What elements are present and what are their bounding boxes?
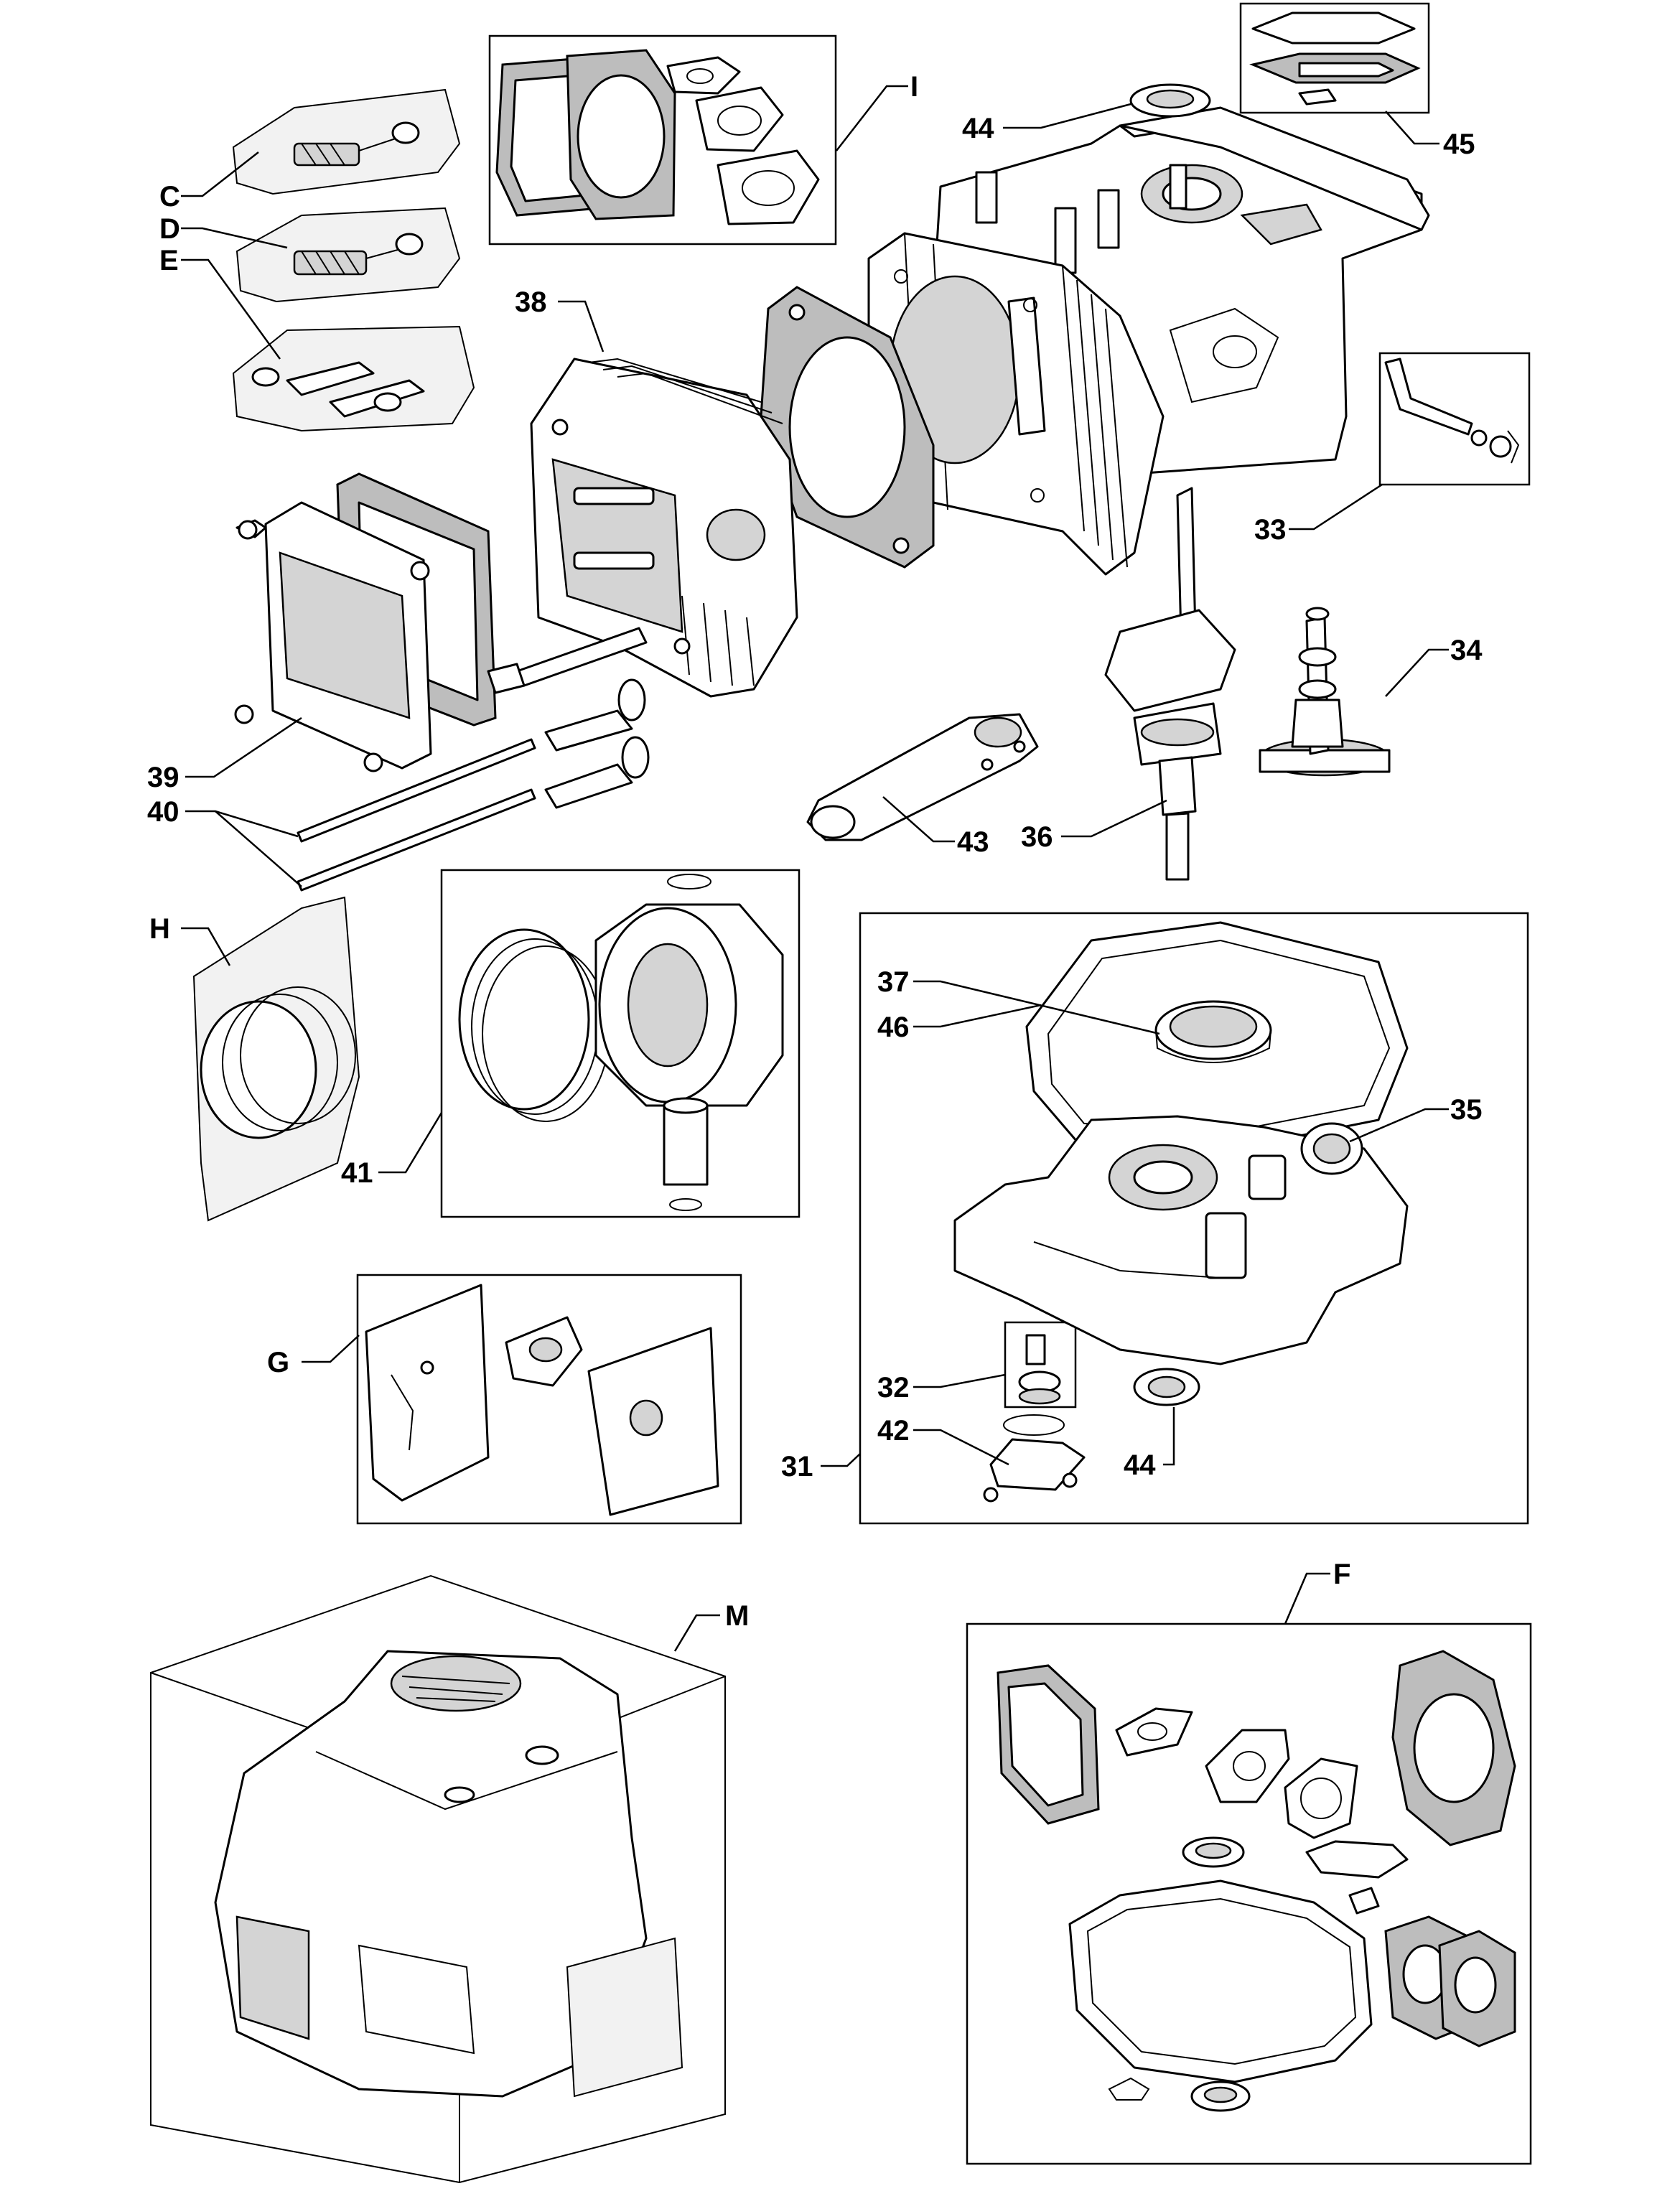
callout-m: M bbox=[725, 1600, 749, 1632]
bearing-37 bbox=[1154, 1000, 1272, 1063]
governor-gear-box-32 bbox=[1004, 1321, 1077, 1409]
callout-31: 31 bbox=[781, 1451, 813, 1482]
cylinder-barrel bbox=[867, 232, 1165, 576]
intake-spacer bbox=[505, 1316, 583, 1387]
governor-gear-35 bbox=[1300, 1122, 1363, 1175]
callout-35: 35 bbox=[1450, 1094, 1483, 1126]
tappets bbox=[544, 678, 650, 809]
crankshaft-36 bbox=[1104, 487, 1236, 881]
gasket-kit-box-f bbox=[966, 1622, 1532, 2165]
callout-44a: 44 bbox=[962, 113, 994, 144]
cover-plate-42 bbox=[983, 1414, 1086, 1503]
gasket-set-45 bbox=[1249, 11, 1421, 106]
governor-lever-box-33 bbox=[1378, 352, 1531, 486]
callout-32: 32 bbox=[877, 1372, 910, 1403]
camshaft-34 bbox=[1259, 607, 1391, 777]
callout-44b: 44 bbox=[1124, 1449, 1156, 1481]
callout-f: F bbox=[1333, 1559, 1350, 1590]
piston-rings bbox=[458, 928, 610, 1122]
callout-g: G bbox=[267, 1347, 289, 1378]
valve-cover-39 bbox=[234, 501, 432, 772]
shield-kit-box-g bbox=[356, 1274, 742, 1525]
oil-seal-44b bbox=[1133, 1368, 1200, 1406]
callout-d: D bbox=[159, 213, 180, 245]
crankcase-cover-31 bbox=[953, 1115, 1409, 1365]
cylinder-head-38 bbox=[530, 358, 798, 698]
kit-box-45 bbox=[1239, 2, 1430, 114]
complete-engine-m bbox=[150, 1574, 726, 2184]
callout-41: 41 bbox=[341, 1157, 373, 1189]
piston-kit-box-41 bbox=[440, 869, 801, 1218]
head-gasket bbox=[760, 286, 935, 569]
callout-38: 38 bbox=[515, 286, 547, 318]
callout-43: 43 bbox=[957, 826, 989, 858]
callout-33: 33 bbox=[1254, 514, 1287, 546]
piston-pin bbox=[663, 1097, 709, 1211]
callout-h: H bbox=[149, 913, 170, 945]
ring-set-h bbox=[192, 896, 360, 1222]
head-bolt bbox=[487, 627, 648, 694]
callout-37: 37 bbox=[877, 966, 910, 998]
callout-45: 45 bbox=[1443, 129, 1475, 160]
shield-left bbox=[365, 1284, 490, 1502]
callout-46: 46 bbox=[877, 1012, 910, 1043]
gasket-set-f bbox=[997, 1650, 1516, 2112]
valve-spring-kit-d bbox=[235, 207, 461, 303]
callout-40: 40 bbox=[147, 796, 179, 828]
rocker-arm-kit-e bbox=[232, 325, 475, 432]
push-rods-40 bbox=[297, 738, 536, 892]
oil-seal-44a bbox=[1129, 83, 1211, 118]
shield-right bbox=[587, 1327, 719, 1516]
piston bbox=[594, 874, 784, 1107]
gasket-set-i bbox=[495, 49, 820, 225]
callout-34: 34 bbox=[1450, 635, 1483, 666]
governor-lever-33 bbox=[1384, 358, 1520, 464]
callout-39: 39 bbox=[147, 762, 179, 793]
connecting-rod-43 bbox=[806, 713, 1039, 841]
callout-c: C bbox=[159, 181, 180, 212]
gasket-kit-box-i bbox=[488, 34, 837, 246]
callout-i: I bbox=[910, 71, 918, 103]
callout-42: 42 bbox=[877, 1415, 910, 1447]
crankcase-cover-box-31 bbox=[859, 912, 1529, 1525]
callout-e: E bbox=[159, 245, 179, 276]
callout-36: 36 bbox=[1021, 821, 1053, 853]
valve-spring-kit-c bbox=[232, 88, 461, 195]
governor-gear-32 bbox=[1018, 1334, 1061, 1405]
leader-lines bbox=[181, 85, 1449, 1652]
